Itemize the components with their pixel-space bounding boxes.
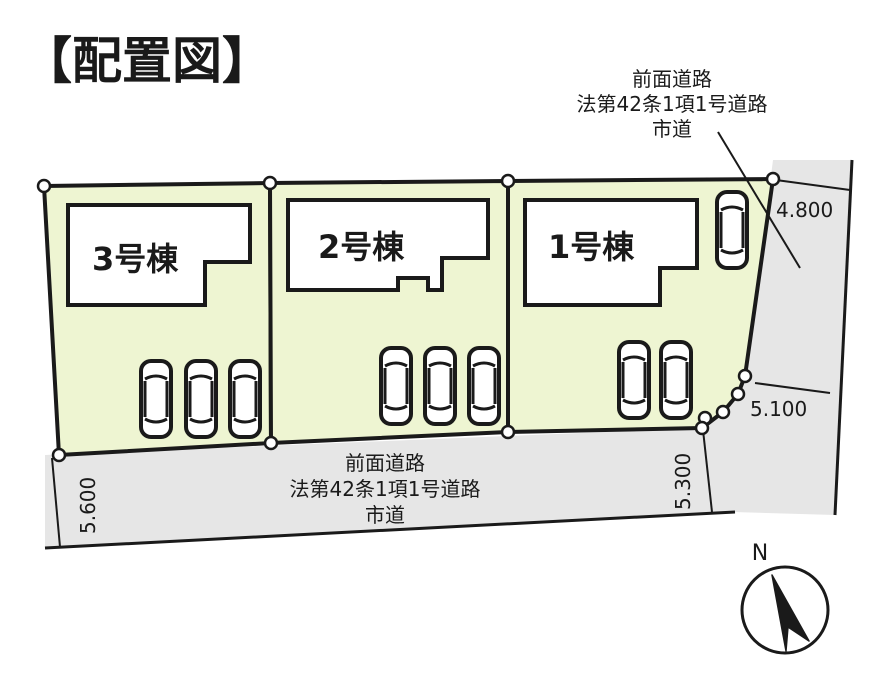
leader-line	[717, 131, 801, 269]
road-label-bottom: 前面道路 法第42条1項1号道路 市道	[290, 451, 481, 527]
car-icon	[182, 359, 220, 439]
boundary-markers	[36, 171, 781, 463]
road-right-line3: 市道	[652, 117, 692, 141]
compass-arrow-icon	[771, 574, 810, 652]
compass-north-label: N	[752, 541, 768, 566]
building-1	[523, 198, 699, 307]
dimension-lines	[51, 179, 851, 548]
dimension-corner: 5.300	[671, 453, 695, 510]
building-3-label: 3号棟	[92, 240, 179, 278]
road-right-line2: 法第42条1項1号道路	[577, 92, 768, 116]
compass: N	[740, 541, 830, 655]
car-icon	[377, 346, 415, 426]
dimension-right-top: 4.800	[776, 198, 833, 222]
road-bottom-line2: 法第42条1項1号道路	[290, 477, 481, 501]
dimension-right-mid: 5.100	[750, 397, 807, 421]
car-icon	[615, 340, 653, 420]
car-icon	[713, 190, 751, 270]
building-2-label: 2号棟	[318, 228, 405, 266]
building-3	[66, 203, 252, 307]
buildings: 3号棟 2号棟 1号棟	[66, 198, 699, 307]
road-right-line1: 前面道路	[632, 67, 712, 91]
building-1-label: 1号棟	[548, 228, 635, 266]
road-bottom-line1: 前面道路	[345, 451, 425, 475]
road-label-right: 前面道路 法第42条1項1号道路 市道	[577, 67, 768, 141]
dimension-left-bottom: 5.600	[76, 477, 100, 534]
car-icon	[657, 340, 695, 420]
page-title: 【配置図】	[22, 32, 272, 90]
car-icon	[421, 346, 459, 426]
road-bottom-line3: 市道	[365, 503, 405, 527]
road-right	[702, 160, 852, 515]
building-2	[286, 198, 490, 292]
car-icon	[226, 359, 264, 439]
road-bottom	[45, 428, 735, 548]
car-icon	[465, 346, 503, 426]
car-icon	[137, 359, 175, 439]
road-edges	[44, 159, 854, 550]
